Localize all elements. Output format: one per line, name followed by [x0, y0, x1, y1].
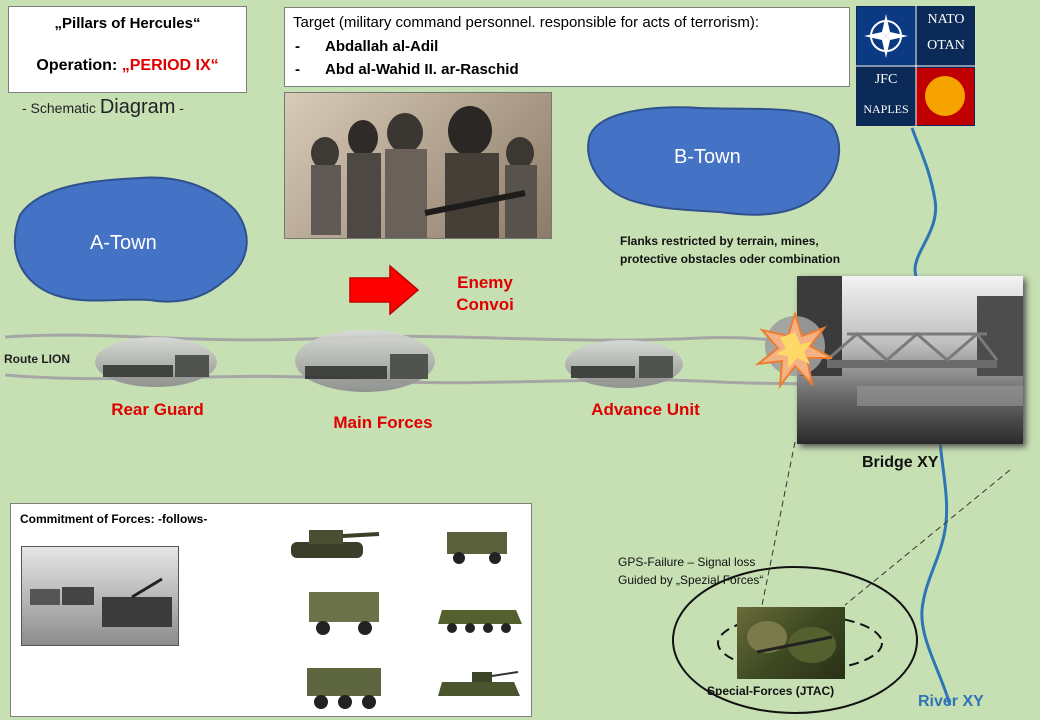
flanks-note: Flanks restricted by terrain, mines, pro… — [620, 232, 840, 268]
route-lion-upper — [4, 333, 801, 344]
group-silhouette — [311, 106, 537, 238]
main-forces-vehicles — [295, 330, 435, 392]
title-pillars: „Pillars of Hercules“ — [54, 15, 201, 32]
special-forces-outer-zone — [672, 566, 918, 714]
gps-note: GPS-Failure – Signal loss Guided by „Spe… — [618, 553, 763, 589]
bridge-photo — [797, 276, 1023, 444]
camouflage-graphic — [747, 621, 836, 663]
a-town-lake — [14, 176, 248, 303]
gps-line2: Guided by „Spezial Forces“ — [618, 573, 764, 587]
vehicle-icons — [103, 355, 209, 377]
flanks-line2: protective obstacles oder combination — [620, 252, 841, 266]
route-lion-label: Route LION — [4, 352, 70, 366]
logo-jfc-text: JFC — [874, 72, 898, 87]
target-item: - Abdallah al-Adil — [295, 38, 438, 55]
bullet: - — [295, 61, 300, 78]
convoy-graphic — [30, 577, 172, 627]
special-forces-label: Special-Forces (JTAC) — [707, 684, 835, 698]
a-town-label: A-Town — [90, 232, 157, 254]
bridge-label: Bridge XY — [862, 454, 939, 471]
guide-line-right — [844, 469, 1011, 606]
subtitle-tail: - — [175, 100, 184, 116]
river-label: River XY — [918, 693, 984, 710]
target-header: Target (military command personnel. resp… — [293, 14, 759, 31]
enemy-line1: Enemy — [457, 273, 513, 292]
guide-line-left — [754, 441, 796, 641]
operation-title-box: „Pillars of Hercules“ Operation: „PERIOD… — [8, 6, 247, 93]
advance-unit-vehicles — [565, 340, 683, 388]
rear-guard-vehicles — [95, 337, 217, 387]
apc-icon — [447, 532, 507, 564]
subtitle: - Schematic Diagram - — [22, 96, 184, 119]
special-forces-photo — [737, 607, 845, 679]
flanks-line1: Flanks restricted by terrain, mines, — [620, 234, 819, 248]
target-name: Abd al-Wahid II. ar-Raschid — [325, 61, 519, 78]
operation-line: Operation: „PERIOD IX“ — [9, 57, 246, 75]
target-name: Abdallah al-Adil — [325, 38, 439, 55]
ifv-icon — [438, 671, 520, 696]
bridge-graphic — [797, 276, 1023, 406]
operation-label: Operation: — [36, 57, 122, 74]
main-forces-label: Main Forces — [333, 413, 433, 432]
gps-line1: GPS-Failure – Signal loss — [618, 555, 756, 569]
tank-icon — [291, 530, 380, 558]
commitment-box: Commitment of Forces: -follows- — [10, 503, 532, 717]
b-town-label: B-Town — [674, 146, 741, 168]
btr-icon — [438, 610, 522, 633]
target-item: - Abd al-Wahid II. ar-Raschid — [295, 61, 519, 78]
logo-otan-text: OTAN — [927, 38, 965, 53]
mrap-icon — [309, 592, 379, 635]
subtitle-small: - Schematic — [22, 100, 100, 116]
operation-name: „PERIOD IX“ — [121, 57, 219, 74]
convoy-photo — [21, 546, 179, 646]
b-town-lake — [587, 106, 841, 216]
vehicle-icons — [571, 356, 673, 378]
convoy-direction-arrow — [349, 264, 420, 316]
enemy-line2: Convoi — [456, 295, 514, 314]
advance-unit-label: Advance Unit — [591, 400, 700, 419]
commitment-title: Commitment of Forces: -follows- — [20, 512, 208, 526]
nato-jfc-logo: NATO OTAN JFC NAPLES — [856, 6, 975, 126]
logo-nato-text: NATO — [927, 12, 965, 27]
bullet: - — [295, 38, 300, 55]
vehicle-icons — [305, 354, 428, 379]
enemy-convoi-label: Enemy Convoi — [440, 272, 530, 316]
target-photo — [284, 92, 552, 239]
rear-guard-label: Rear Guard — [111, 400, 204, 419]
truck-icon — [307, 668, 381, 709]
subtitle-big: Diagram — [99, 96, 176, 118]
logo-naples-text: NAPLES — [863, 102, 909, 116]
target-box: Target (military command personnel. resp… — [284, 7, 850, 87]
explosion-icon — [754, 310, 833, 390]
logo-graphic — [856, 6, 975, 126]
